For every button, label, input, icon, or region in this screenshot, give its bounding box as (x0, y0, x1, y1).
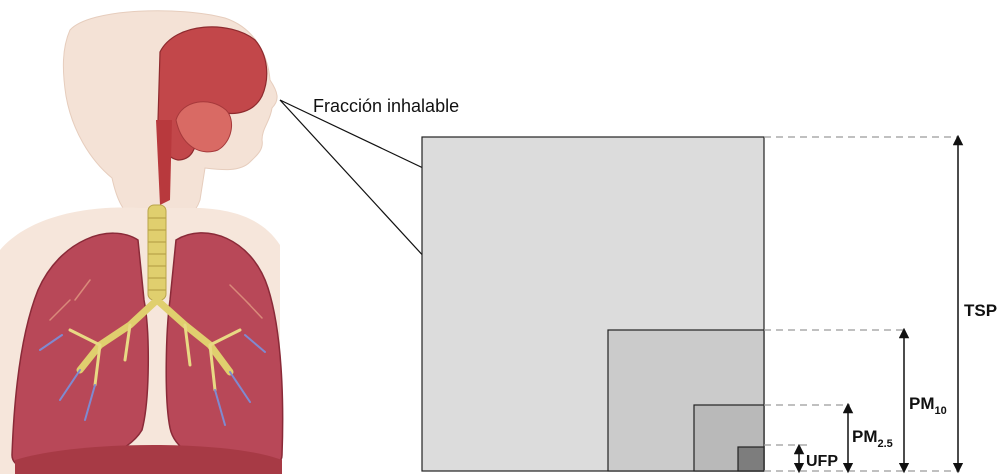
pm10-label-sub: 10 (935, 405, 947, 417)
pm10-label-base: PM (909, 394, 935, 413)
ufp-label: UFP (806, 453, 838, 470)
inhalable-fraction-label: Fracción inhalable (313, 96, 459, 116)
pm25-label: PM2.5 (852, 427, 893, 450)
trachea (148, 205, 166, 300)
dashed-guides (764, 137, 960, 471)
respiratory-system-illustration (0, 11, 283, 474)
particle-size-boxes (422, 137, 764, 471)
dimension-arrows (799, 140, 958, 468)
pm25-label-base: PM (852, 427, 878, 446)
ufp-box (738, 447, 764, 471)
tsp-label: TSP (964, 301, 997, 320)
pm25-label-sub: 2.5 (878, 438, 893, 450)
pm10-label: PM10 (909, 394, 947, 417)
